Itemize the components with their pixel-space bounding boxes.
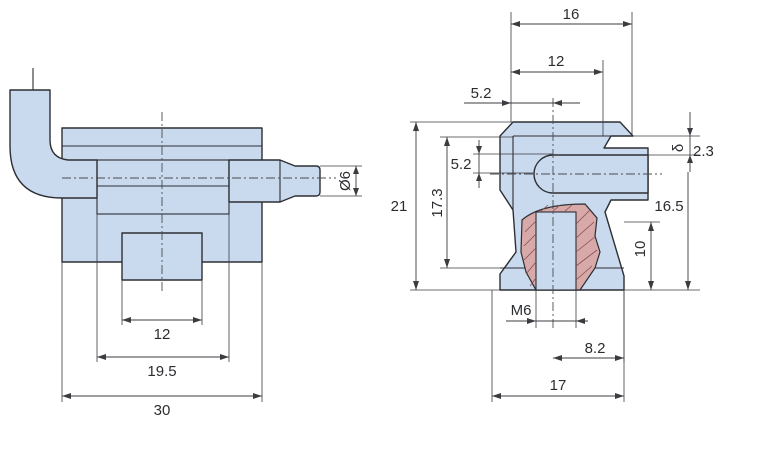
dim-offset-top: 5.2	[471, 85, 492, 102]
dim-arrow	[62, 393, 71, 399]
dim-arrow	[511, 69, 520, 75]
dim-width-total: 30	[154, 402, 171, 419]
dim-arrow	[687, 155, 693, 163]
dim-thread-offset: 8.2	[585, 340, 606, 357]
dim-arrow	[623, 21, 632, 27]
dim-arrow	[648, 281, 654, 290]
dim-plate-max: 2.3	[693, 143, 714, 160]
dim-arrow	[413, 122, 419, 131]
dim-arrow	[527, 318, 536, 324]
dim-arrow	[476, 146, 482, 154]
dim-arrow	[615, 355, 624, 361]
front-pin	[228, 159, 321, 203]
dim-arrow	[576, 318, 585, 324]
dim-arrow	[685, 281, 691, 290]
dim-height-total: 21	[391, 198, 408, 215]
dim-arrow	[594, 69, 603, 75]
dim-arrow	[353, 188, 359, 196]
dim-arrow	[193, 317, 202, 323]
dim-arrow	[413, 281, 419, 290]
dim-arrow	[615, 393, 624, 399]
side-thread-bore	[535, 211, 577, 291]
dim-width-bottom: 17	[550, 377, 567, 394]
side-view: 16 12 5.2 21 17.3 5.2 δ 2.3	[391, 6, 714, 402]
dim-height-inner: 17.3	[429, 188, 446, 217]
dim-arrow	[220, 354, 229, 360]
dim-width-mid: 19.5	[147, 363, 176, 380]
front-view: 12 19.5 30 Ø6	[9, 68, 362, 419]
dim-arrow	[253, 393, 262, 399]
dim-arrow	[511, 21, 520, 27]
dim-pin-diameter: Ø6	[337, 171, 354, 191]
dim-thread-height: 10	[632, 241, 649, 258]
dim-arrow	[553, 100, 562, 106]
dim-width-tab: 12	[154, 326, 171, 343]
dim-arrow	[476, 173, 482, 181]
dim-width-inner: 12	[548, 53, 565, 70]
dim-arrow	[444, 137, 450, 146]
dim-arrow	[502, 100, 511, 106]
dim-height-right: 16.5	[654, 198, 683, 215]
dim-thread: M6	[511, 302, 532, 319]
dim-arrow	[444, 259, 450, 268]
side-hatch-lines	[523, 204, 598, 287]
dim-width-top: 16	[563, 6, 580, 23]
front-handle	[9, 89, 98, 199]
dim-arrow	[553, 355, 562, 361]
dim-arrow	[648, 222, 654, 231]
dim-arrow	[687, 128, 693, 136]
dim-arrow	[492, 393, 501, 399]
dim-slot-height: 5.2	[451, 156, 472, 173]
dim-plate-thickness-symbol: δ	[670, 144, 687, 152]
side-latch	[533, 154, 649, 194]
dim-arrow	[122, 317, 131, 323]
dim-arrow	[353, 166, 359, 174]
dim-arrow	[97, 354, 106, 360]
